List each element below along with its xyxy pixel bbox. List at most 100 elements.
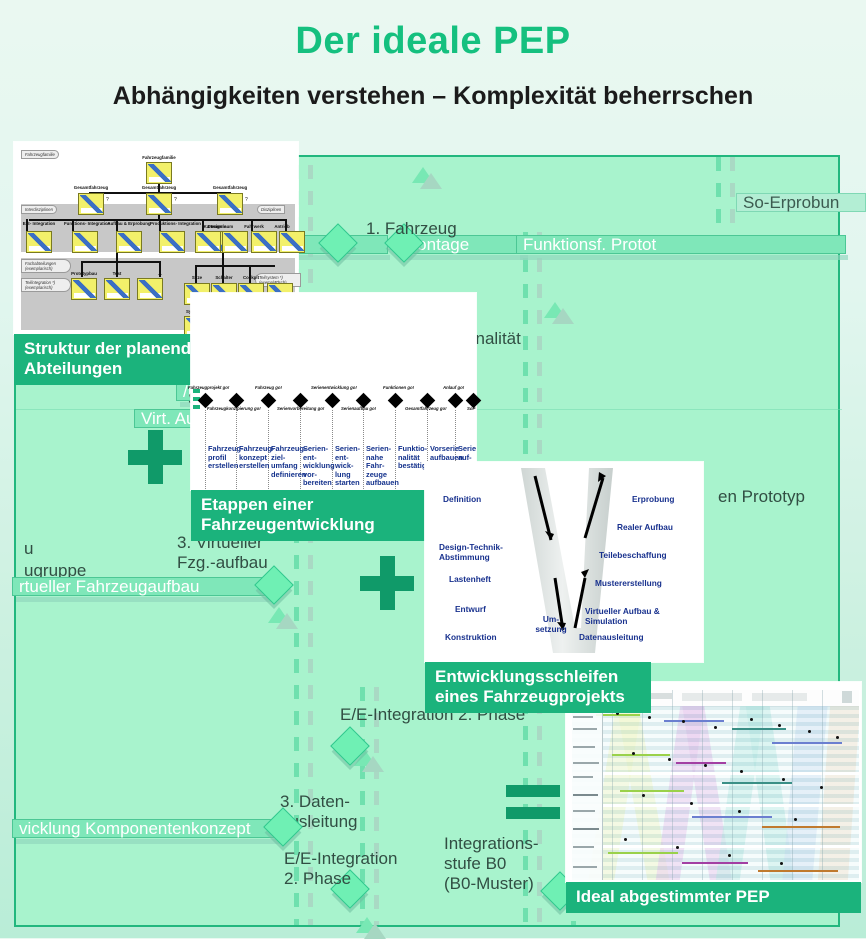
plus-operator-1: + [128, 430, 182, 484]
node-icon-gesamtfahrzeug-1 [78, 193, 104, 215]
vmodel-label-realer-aufbau: Realer Aufbau [617, 522, 673, 532]
dependency-arrow-icon [552, 308, 574, 324]
node-question-mark: ? [245, 197, 248, 203]
stage-divider [427, 410, 428, 495]
node-icon-innenraum [222, 231, 248, 253]
org-edge [249, 265, 251, 283]
panel-etappen-fahrzeugentwicklung[interactable]: Fahrzeugprojekt go! Fahrzeug go! Seriene… [188, 293, 482, 495]
node-icon-test [104, 278, 130, 300]
stage-cell: Fahrzeug- ziel- umfang definieren [271, 444, 307, 479]
stage-divider [455, 410, 456, 495]
pep-task-bar [722, 782, 792, 784]
node-label-innenraum: Innenraum [210, 224, 234, 229]
pep-task-bar [596, 714, 640, 716]
page-subtitle: Abhängigkeiten verstehen – Komplexität b… [112, 82, 754, 110]
node-label-sitze: Sitze [191, 275, 203, 280]
stage-divider [332, 410, 333, 495]
milestone-marker [260, 392, 277, 409]
org-edge [116, 261, 118, 277]
milestone-marker [324, 392, 341, 409]
tag-interdisziplinen: Interdisziplinen [21, 205, 57, 214]
pep-schaubild-image: PEP-Schaubild [572, 690, 859, 880]
org-edge [195, 265, 275, 267]
node-label-test: Test [112, 271, 122, 276]
label-partial-ugruppe: ugruppe [24, 561, 87, 580]
dependency-arrow-icon [420, 173, 442, 189]
org-edge [159, 261, 161, 277]
node-label-ellipsis-2: ... [275, 278, 279, 283]
stage-divider [395, 410, 396, 495]
axis-tick [193, 405, 200, 409]
stage-cell: Serien- ent- wicklung vor- bereiten [303, 444, 335, 488]
axis-tick [193, 397, 200, 401]
label-3-daten: 3. Daten- [280, 792, 350, 811]
stage-divider [300, 410, 301, 495]
milestone-label-fahrzeug-go: Fahrzeug go! [255, 385, 282, 390]
node-label-schalter: Schalter [215, 275, 233, 280]
stage-cell: Serien- nahe Fahr- zeuge aufbauen [366, 444, 399, 488]
node-label-antrieb: Antrieb [274, 224, 290, 229]
org-edge [202, 219, 204, 231]
dependency-arrow-icon [362, 756, 384, 772]
stage-divider [236, 410, 237, 495]
node-label-design: Design [207, 224, 223, 229]
phase-guide-line [308, 165, 313, 925]
label-en-prototyp: en Prototyp [718, 487, 805, 506]
node-label-fahrzeugfamilie: Fahrzeugfamilie [142, 155, 176, 160]
milestone-label-serienentwicklung-go: Serienentwicklung go! [311, 385, 357, 390]
org-edge [195, 265, 197, 283]
org-edge [251, 219, 253, 231]
node-icon-funktions-integration [72, 231, 98, 253]
node-label-gesamtfahrzeug-2: Gesamtfahrzeug [141, 185, 177, 190]
org-edge [116, 219, 118, 231]
milestone-label-anlauf-go: Anlauf go! [443, 385, 465, 390]
org-edge [158, 184, 160, 194]
label-integrations: Integrations- [444, 834, 539, 853]
org-edge [158, 215, 160, 221]
phase-guide-line [374, 687, 379, 925]
org-edge [222, 265, 224, 283]
vmodel-label-erprobung: Erprobung [632, 494, 675, 504]
milestone-marker [447, 392, 464, 409]
task-bar-entwicklung-komponentenkonzept: vicklung Komponentenkonzept [12, 819, 282, 844]
node-label-gesamtfahrzeug-1: Gesamtfahrzeug [73, 185, 109, 190]
milestone-label-fahrzeugprojekt-go: Fahrzeugprojekt go! [188, 385, 230, 390]
pep-task-bar [772, 742, 842, 744]
org-edge [285, 219, 287, 231]
label-partial-u: u [24, 539, 34, 558]
phase-guide-line [294, 165, 299, 925]
node-label-gesamtfahrzeug-3: Gesamtfahrzeug [212, 185, 248, 190]
node-label-fahrwerk: Fahrwerk [244, 224, 264, 229]
node-question-mark: ? [174, 197, 177, 203]
axis-tick [193, 389, 200, 393]
vmodel-label-umsetzung: Um- setzung [535, 614, 567, 634]
page-title: Der ideale PEP [295, 20, 571, 62]
org-edge [72, 219, 74, 231]
node-label-funktions-integration: Funktions- Integration [64, 221, 111, 226]
stage-divider [363, 410, 364, 495]
node-icon-gesamtfahrzeug-3 [217, 193, 243, 215]
vmodel-label-design-technik-abstimmung: Design-Technik- Abstimmung [439, 542, 503, 562]
pep-task-bar [762, 826, 840, 828]
panel-entwicklungsschleifen[interactable]: Definition Design-Technik- Abstimmung La… [425, 462, 703, 662]
node-icon-gesamtfahrzeug-2 [146, 193, 172, 215]
task-bar-virtueller-fahrzeugaufbau: rtueller Fahrzeugaufbau [12, 577, 274, 602]
org-edge [29, 219, 287, 221]
stage-cell: Funktio- nalität bestätigen [398, 444, 435, 471]
milestone-label-fahrzeugkonzipierung-go: Fahrzeugkonzipierung go! [207, 406, 261, 411]
node-label-aufbau-erprobung: Aufbau & Erprobung [107, 221, 151, 226]
stage-cell: Fahrzeug- konzept erstellen [239, 444, 275, 471]
milestone-label-sop: SoP [467, 406, 476, 411]
vmodel-label-mustererstellung: Mustererstellung [595, 578, 662, 588]
pep-task-bar [732, 728, 786, 730]
vmodel-label-virtueller-aufbau-simulation: Virtueller Aufbau & Simulation [585, 606, 660, 626]
dependency-arrow-icon [364, 923, 386, 939]
stage-cell: Vorserie aufbauen [430, 444, 463, 462]
v-model-shape-icon [521, 468, 613, 653]
panel-ideal-abgestimmter-pep[interactable]: PEP-Schaubild [566, 682, 861, 882]
milestone-label-serienaufbau-go: Serienaufbau go! [341, 406, 377, 411]
node-icon-aufbau-erprobung [116, 231, 142, 253]
pep-row-header-column [572, 706, 603, 880]
node-label-ellipsis-1: ... [158, 271, 162, 276]
node-icon-fahrwerk [251, 231, 277, 253]
